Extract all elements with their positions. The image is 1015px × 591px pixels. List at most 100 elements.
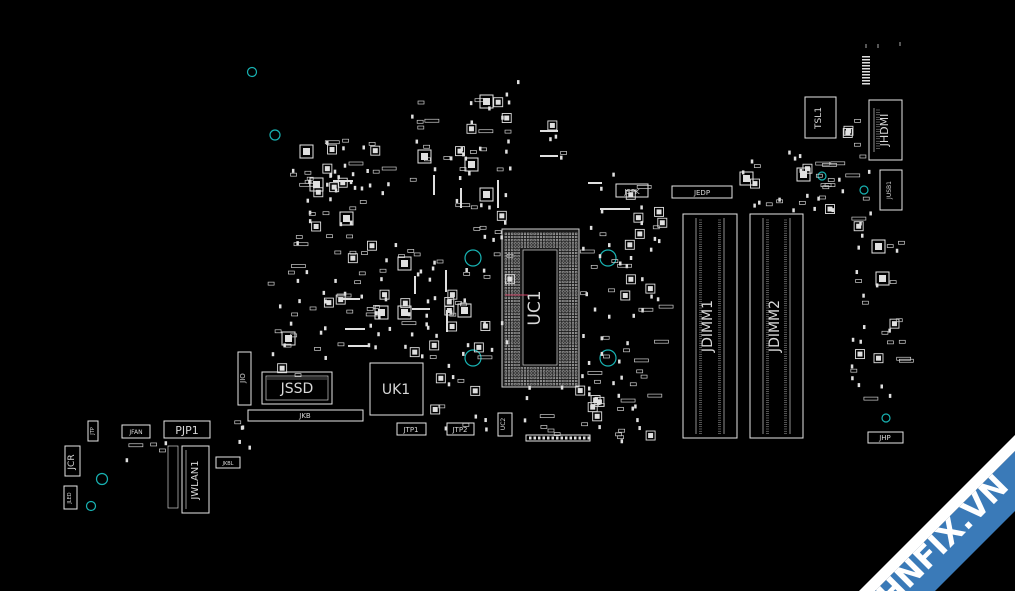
ssd-connector[interactable]: JSSD [261, 371, 333, 405]
bga-ball [546, 376, 549, 379]
dimm-slot-1[interactable]: JDIMM1 [682, 213, 738, 439]
bga-ball [575, 338, 578, 341]
bga-ball [559, 293, 562, 296]
bga-ball [507, 283, 511, 287]
bga-ball [511, 271, 514, 274]
bga-ball [565, 306, 568, 309]
bga-ball [530, 376, 533, 379]
bga-ball [555, 376, 559, 379]
bga-ball [523, 376, 527, 379]
hdmi-connector[interactable]: JHDMI [868, 99, 903, 161]
bga-ball [575, 274, 578, 277]
keyboard-backlight-connector[interactable]: JKBL [215, 456, 241, 469]
chip-uk1-label: UK1 [382, 382, 410, 398]
chip-uc2-label: UC2 [500, 418, 507, 431]
io-connector[interactable]: JIO [237, 351, 252, 406]
bga-ball [543, 370, 546, 373]
bga-ball [575, 258, 578, 261]
bga-ball [565, 370, 568, 373]
bga-ball [511, 251, 514, 255]
bga-ball [568, 344, 571, 347]
power-jack-label: PJP1 [175, 424, 199, 437]
mounting-hole [599, 349, 617, 367]
bga-ball [504, 347, 507, 351]
bga-ball [511, 383, 514, 386]
bga-ball [571, 376, 575, 379]
touchpad-small-connector[interactable]: JTP [87, 420, 99, 442]
bga-ball [568, 271, 571, 274]
bga-ball [575, 357, 578, 360]
bga-ball [514, 299, 517, 303]
bga-ball [517, 370, 520, 373]
dimm-slot-2[interactable]: JDIMM2 [749, 213, 804, 439]
bga-ball [562, 341, 565, 344]
power-jack-connector[interactable]: PJP1 [163, 420, 211, 439]
bga-ball [571, 264, 575, 267]
bga-ball [514, 347, 517, 351]
bga-ball [543, 242, 546, 245]
chip-uc2[interactable]: UC2 [497, 412, 513, 437]
bga-ball [571, 319, 575, 322]
bga-ball [527, 370, 530, 373]
bga-ball [504, 363, 507, 367]
bga-ball [559, 280, 562, 283]
bga-ball [511, 258, 514, 261]
bga-ball [562, 277, 565, 280]
bga-ball [507, 383, 511, 386]
bga-ball [546, 373, 549, 376]
fan-connector[interactable]: JFAN [121, 424, 151, 439]
bga-ball [562, 309, 565, 312]
touchpad-connector-1[interactable]: JTP1 [396, 422, 427, 436]
keyboard-connector[interactable]: JKB [247, 409, 364, 422]
bga-ball [559, 376, 562, 379]
bga-ball [514, 255, 517, 258]
bga-ball [514, 251, 517, 255]
bga-ball [507, 360, 511, 363]
bga-ball [517, 357, 520, 360]
bga-ball [555, 379, 559, 383]
bga-ball [571, 274, 575, 277]
led-connector[interactable]: JLED [63, 485, 78, 510]
cpu-uc1[interactable]: UC1 [501, 228, 580, 388]
bga-ball [517, 245, 520, 248]
bga-ball [517, 344, 520, 347]
bga-ball [559, 370, 562, 373]
bga-ball [568, 319, 571, 322]
bga-ball [562, 357, 565, 360]
chip-uk1[interactable]: UK1 [369, 362, 424, 416]
bga-ball [543, 373, 546, 376]
bga-ball [514, 370, 517, 373]
bga-ball [562, 293, 565, 296]
bga-ball [504, 383, 507, 386]
bga-ball [507, 239, 511, 242]
bga-ball [514, 296, 517, 299]
bga-ball [568, 379, 571, 383]
bga-ball [552, 245, 555, 248]
bga-ball [523, 232, 527, 235]
chip-tsl1[interactable]: TSL1 [804, 96, 837, 139]
bga-ball [504, 290, 507, 293]
bga-ball [514, 335, 517, 338]
headphone-connector[interactable]: JHP [867, 431, 904, 444]
bga-ball [514, 290, 517, 293]
bga-ball [517, 309, 520, 312]
fpc-connector[interactable] [525, 434, 591, 442]
bga-ball [517, 376, 520, 379]
wlan-connector[interactable]: JWLAN1 [167, 445, 210, 514]
card-reader-connector[interactable]: JCR [64, 445, 81, 477]
bga-ball [517, 255, 520, 258]
bga-ball [520, 370, 523, 373]
bga-ball [559, 341, 562, 344]
bga-ball [571, 283, 575, 287]
bga-ball [559, 335, 562, 338]
dimm-slot-2-pins [766, 219, 787, 434]
bga-ball [559, 296, 562, 299]
usb-connector[interactable]: JUSB1 [879, 169, 903, 211]
edp-connector[interactable]: JEDP [671, 185, 733, 199]
bga-ball [504, 264, 507, 267]
bga-ball [504, 306, 507, 309]
bga-ball [568, 322, 571, 325]
touchpad-connector-2[interactable]: JTP2 [446, 422, 475, 436]
bga-ball [571, 360, 575, 363]
bga-ball [517, 274, 520, 277]
